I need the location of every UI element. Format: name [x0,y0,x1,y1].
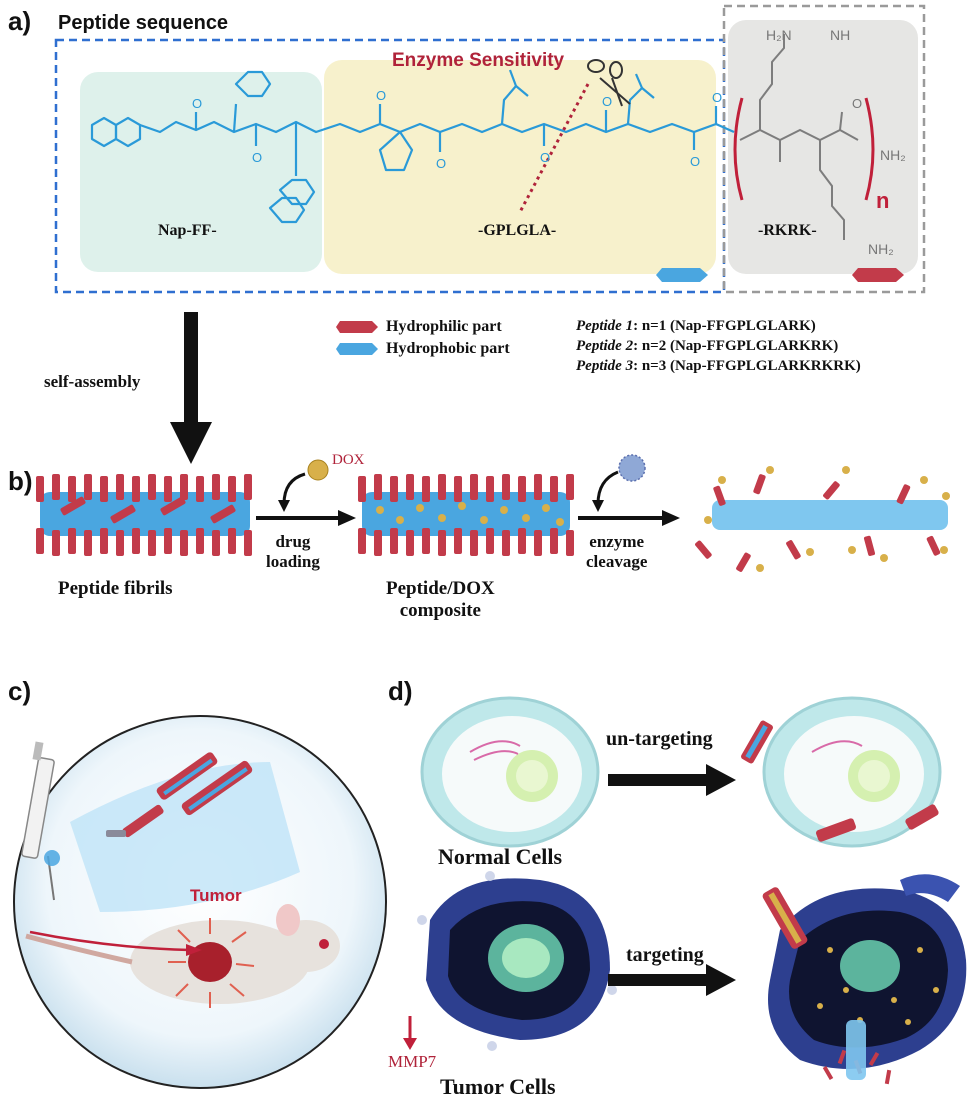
tumor-cells-label: Tumor Cells [440,1074,556,1099]
hydrophilic-capsule-icon [336,321,378,333]
composite-label-line-2: composite [399,600,481,621]
mmp7-label: MMP7 [388,1052,437,1071]
atom-o: O [192,96,202,111]
hydrophobic-capsule [656,268,708,282]
peptide-1-line: Peptide 1: n=1 (Nap-FFGPLGLARK) [576,318,861,335]
atom-o: O [376,88,386,103]
normal-cell-graphic [420,696,600,848]
legend-label-hydrophobic: Hydrophobic part [386,340,510,357]
tumor-cell-graphic [417,871,617,1051]
peptide-3-desc: : n=3 (Nap-FFGPLGLARKRKRK) [633,358,861,374]
peptide-2-desc: : n=2 (Nap-FFGPLGLARKRK) [633,338,839,354]
atom-o: O [852,96,862,111]
panel-a-label: a) [8,6,32,36]
panel-d-cells-diagram [403,696,967,1085]
panel-c-mouse-injection-diagram [13,715,387,1089]
cleaved-fibril-graphic [695,466,950,572]
normal-cells-label: Normal Cells [438,844,563,869]
cleavage-line [518,83,590,213]
segment-gplgla: -GPLGLA- [478,222,557,239]
atom-o: O [436,156,446,171]
legend-label-hydrophilic: Hydrophilic part [386,318,502,335]
peptide-2-line: Peptide 2: n=2 (Nap-FFGPLGLARKRK) [576,338,861,355]
peptide-1-desc: : n=1 (Nap-FFGPLGLARK) [633,318,816,334]
atom-nh2: NH₂ [868,241,894,257]
peptide-sequence-title: Peptide sequence [58,12,229,34]
legend-item-hydrophilic: Hydrophilic part [336,318,510,336]
tumor-label: Tumor [190,886,242,905]
self-assembly-label: self-assembly [44,372,141,391]
scissors-icon [587,59,631,107]
drug-loading-label: drug loading [266,532,320,572]
enzyme-cleavage-line-2: cleavage [586,552,648,571]
peptide-2-name: Peptide 2 [576,338,634,354]
panel-d-label: d) [388,676,413,706]
enzyme-cleavage-label: enzyme cleavage [586,532,647,572]
gplgla-region [324,60,716,274]
atom-h2n: H₂N [766,27,792,43]
segment-rkrk: -RKRK- [758,222,817,239]
dox-label: DOX [332,452,365,468]
hydrophilic-dashed-box [722,4,926,294]
atom-o: O [690,154,700,169]
atom-nh: NH [830,27,850,43]
panel-b-diagram [36,454,950,572]
peptide-3-line: Peptide 3: n=3 (Nap-FFGPLGLARKRKRK) [576,358,861,375]
self-assembly-arrow [170,312,212,464]
normal-cell-with-fibrils-graphic [741,696,942,848]
enzyme-blob [618,454,646,482]
targeting-label: targeting [626,944,704,966]
composite-label: Peptide/DOX composite [386,578,495,622]
legend-item-hydrophobic: Hydrophobic part [336,340,510,358]
enzyme-sensitivity-label: Enzyme Sensitivity [392,50,565,71]
enzyme-cleavage-line-1: enzyme [589,532,645,551]
atom-o: O [712,90,722,105]
peptide-1-name: Peptide 1 [576,318,634,334]
rkrk-region [728,20,918,274]
hydrophilic-capsule [852,268,904,282]
legend: Hydrophilic part Hydrophobic part [336,318,510,358]
nap-ff-region [80,72,322,272]
peptide-fibril-graphic [36,474,252,556]
peptide-fibrils-label: Peptide fibrils [58,578,173,599]
panel-c-label: c) [8,676,32,706]
drug-loading-line-2: loading [266,552,320,571]
peptide-list: Peptide 1: n=1 (Nap-FFGPLGLARK) Peptide … [576,318,861,375]
tumor-cell-fragmented-graphic [762,874,967,1085]
atom-o: O [602,94,612,109]
atom-nh2: NH₂ [880,147,906,163]
atom-o: O [252,150,262,165]
repeat-n-label: n [876,188,889,213]
atom-o: O [540,150,550,165]
syringe-icon [21,741,55,901]
hydrophobic-capsule-icon [336,343,378,355]
panel-b-label: b) [8,466,33,496]
composite-label-line-1: Peptide/DOX [386,578,495,599]
un-targeting-label: un-targeting [606,728,713,750]
peptide-dox-composite-graphic [358,474,574,556]
peptide-structure-diagram: O O O O O O O O O H₂N NH NH₂ NH₂ n [54,4,926,294]
segment-nap-ff: Nap-FF- [158,222,217,239]
dox-sphere [307,459,329,481]
peptide-3-name: Peptide 3 [576,358,634,374]
drug-loading-line-1: drug [275,532,311,551]
mouse-graphic [25,904,340,1004]
